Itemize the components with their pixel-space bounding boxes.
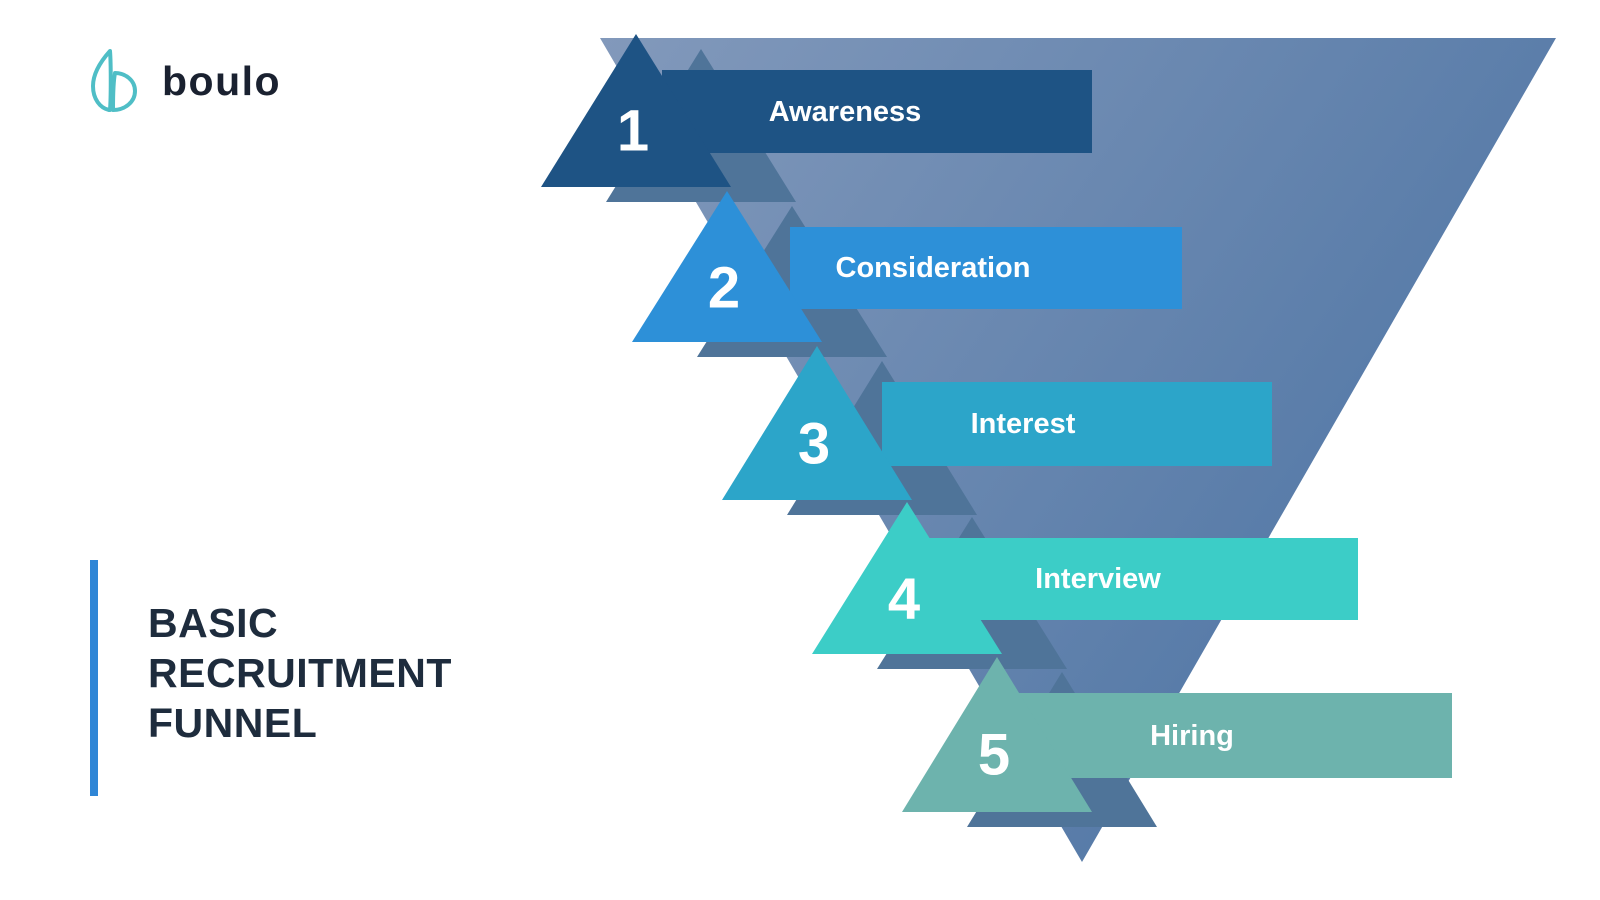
stage-3-label: Interest — [971, 408, 1076, 440]
stage-3-triangle — [722, 346, 912, 500]
logo: boulo — [86, 48, 281, 114]
stage-1-banner — [662, 70, 1092, 153]
stage-4-banner — [922, 538, 1358, 620]
stage-1-number: 1 — [617, 99, 649, 164]
stage-2-triangle — [632, 191, 822, 342]
stage-1-triangle — [541, 34, 731, 187]
stage-3-number: 3 — [798, 412, 830, 477]
stage-2-number: 2 — [708, 256, 740, 321]
stage-2-banner — [790, 227, 1182, 309]
stage-4-number: 4 — [888, 567, 920, 632]
page-title-line-1: BASIC — [148, 600, 279, 646]
logo-wordmark: boulo — [162, 58, 282, 104]
page-title-line-2: RECRUITMENT — [148, 650, 452, 696]
stage-5-triangle — [902, 657, 1092, 812]
stage-4-triangle — [812, 502, 1002, 654]
stage-1-label: Awareness — [769, 96, 922, 128]
stage-5-number: 5 — [978, 723, 1010, 788]
title-accent-bar — [90, 560, 98, 796]
stage-5-banner — [1012, 693, 1452, 778]
stage-4-label: Interview — [1035, 563, 1161, 595]
title-block: BASIC RECRUITMENT FUNNEL — [90, 558, 550, 798]
page-title-line-3: FUNNEL — [148, 700, 318, 746]
stage-2-label: Consideration — [836, 252, 1031, 284]
page-title: BASIC RECRUITMENT FUNNEL — [148, 598, 452, 748]
stage-5-label: Hiring — [1150, 720, 1234, 752]
boulo-leaf-icon — [91, 49, 137, 112]
stage-3-banner — [882, 382, 1272, 466]
